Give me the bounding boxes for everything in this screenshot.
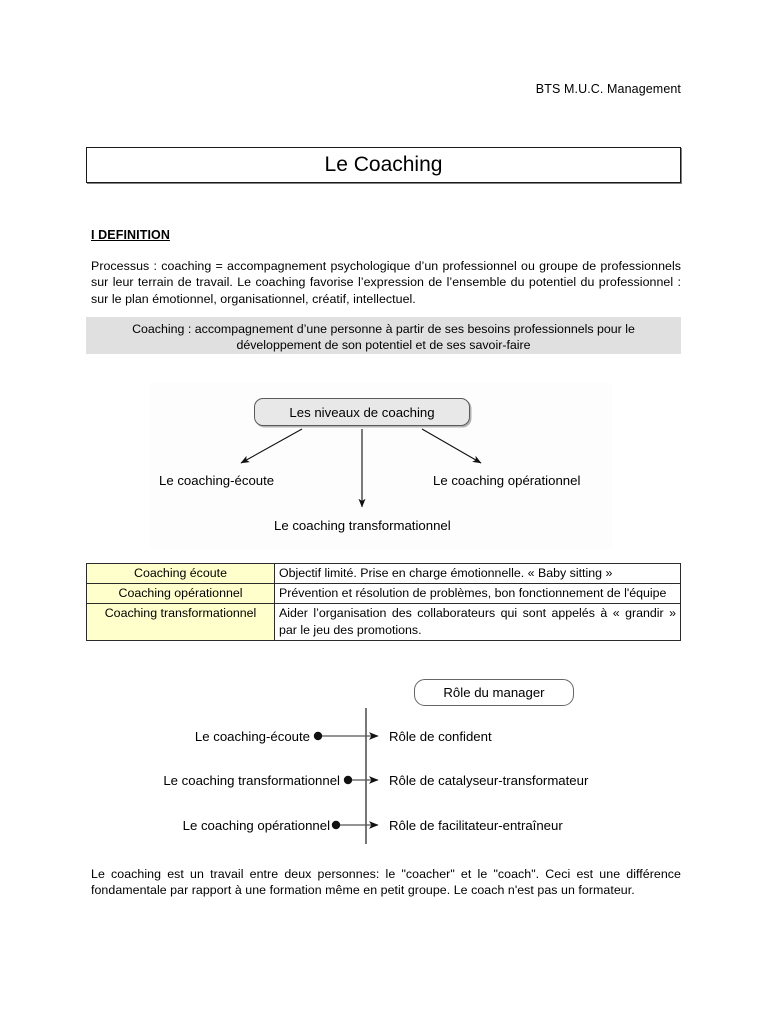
bullet-row-1	[313, 731, 323, 741]
closing-paragraph: Le coaching est un travail entre deux pe…	[91, 867, 681, 898]
arrow-right-branch	[421, 428, 482, 464]
diagram-coaching-levels: Les niveaux de coaching Le coaching-écou…	[150, 383, 612, 549]
label-coaching-ecoute: Le coaching-écoute	[159, 473, 275, 488]
table-cell-description: Aider l’organisation des collaborateurs …	[274, 603, 681, 641]
coaching-types-table: Coaching écoute Objectif limité. Prise e…	[86, 562, 681, 641]
highlight-definition-band: Coaching : accompagnement d’une personne…	[86, 317, 681, 354]
label-role-source-3: Le coaching opérationnel	[182, 818, 330, 833]
table-cell-term: Coaching écoute	[86, 562, 275, 585]
label-coaching-transformationnel: Le coaching transformationnel	[274, 518, 451, 533]
label-role-target-2: Rôle de catalyseur-transformateur	[389, 773, 589, 788]
diagram-levels-connectors	[240, 428, 482, 508]
table-cell-description: Objectif limité. Prise en charge émotion…	[274, 562, 681, 585]
label-role-target-3: Rôle de facilitateur-entraîneur	[389, 818, 563, 833]
table-row: Coaching écoute Objectif limité. Prise e…	[86, 562, 681, 585]
arrow-left-branch	[240, 428, 303, 464]
table-cell-description: Prévention et résolution de problèmes, b…	[274, 583, 681, 605]
definition-paragraph: Processus : coaching = accompagnement ps…	[91, 259, 681, 306]
table-row: Coaching opérationnel Prévention et réso…	[86, 583, 681, 605]
table-cell-term: Coaching opérationnel	[86, 583, 275, 605]
node-manager-role-title: Rôle du manager	[414, 679, 574, 706]
bullet-row-3	[331, 820, 341, 830]
page-title: Le Coaching	[324, 153, 443, 176]
document-header: BTS M.U.C. Management	[535, 82, 681, 96]
label-coaching-operationnel: Le coaching opérationnel	[433, 473, 581, 488]
diagram-manager-roles: Rôle du manager Le coaching-écoute Rôle …	[140, 672, 630, 847]
table-cell-term: Coaching transformationnel	[86, 603, 275, 641]
label-role-target-1: Rôle de confident	[389, 729, 492, 744]
section-heading-definition: I DEFINITION	[91, 228, 170, 242]
label-role-source-2: Le coaching transformationnel	[163, 773, 340, 788]
document-title-box: Le Coaching	[86, 147, 681, 183]
node-coaching-levels-title: Les niveaux de coaching	[254, 398, 470, 426]
bullet-row-2	[343, 775, 353, 785]
diagram-roles-connectors	[313, 708, 379, 844]
label-role-source-1: Le coaching-écoute	[194, 729, 310, 744]
table-row: Coaching transformationnel Aider l’organ…	[86, 603, 681, 641]
